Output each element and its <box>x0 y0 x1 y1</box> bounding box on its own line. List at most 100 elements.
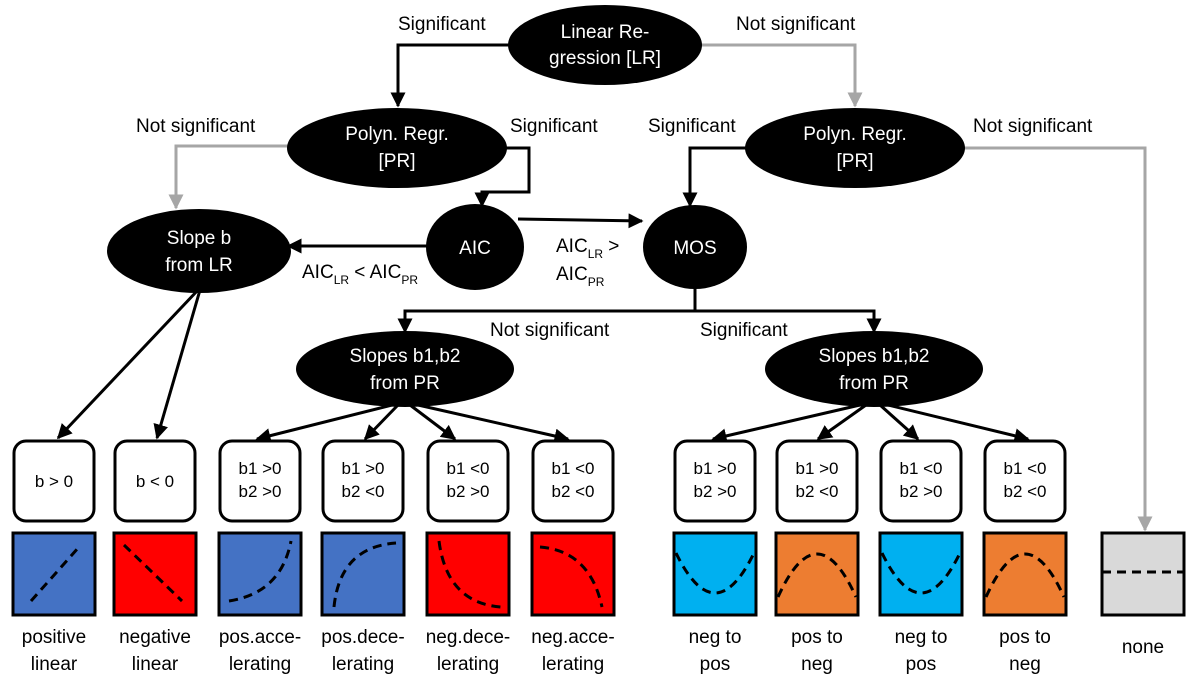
pattern-caption: pos <box>906 654 937 675</box>
label-aic-lr-less-than-pr: AICLR < AICPR <box>302 262 418 287</box>
node-slopes-right-line-1: Slopes b1,b2 <box>819 346 930 367</box>
pattern-curve <box>776 552 858 598</box>
node-mos: MOS <box>643 205 747 289</box>
condition-text: b < 0 <box>136 472 174 491</box>
edge-slopes-right-to-cond-8 <box>816 403 867 441</box>
condition-text: b2 >0 <box>238 482 281 501</box>
pattern-caption: neg to <box>689 627 742 648</box>
label-aic-pr: AICPR <box>556 264 605 289</box>
condition-text: b2 <0 <box>551 482 594 501</box>
pattern-caption: none <box>1122 637 1164 658</box>
pattern-thumbnail-line-down <box>112 531 198 617</box>
pattern-caption: linear <box>132 654 179 675</box>
edge-slopes-right-to-cond-9 <box>878 403 920 441</box>
condition-text: b1 <0 <box>446 459 489 478</box>
label-prr-significant: Significant <box>648 116 736 137</box>
pattern-thumbnail-u-shape <box>878 531 964 617</box>
node-slopes-right-line-2: from PR <box>839 373 909 394</box>
condition-box: b1 <0b2 >0 <box>426 439 510 523</box>
pattern-curve <box>984 552 1066 598</box>
pattern-thumbnail-pos-decelerating <box>320 531 406 617</box>
pattern-curve <box>437 540 502 609</box>
node-slope-b: Slope b from LR <box>107 209 291 293</box>
label-aic-lr-greater-than-pr: AICLR > <box>556 236 619 261</box>
label-lr-significant: Significant <box>398 14 486 35</box>
pattern-thumbnail-inverted-u <box>774 531 860 617</box>
condition-text: b1 >0 <box>795 459 838 478</box>
pattern-thumbnail-neg-accelerating <box>530 531 616 617</box>
node-prr-line-2: [PR] <box>837 151 874 172</box>
node-slope-b-line-2: from LR <box>165 255 233 276</box>
edge-mos-to-slopes <box>397 285 697 334</box>
edge-slopes-mid-to-cond-6 <box>417 403 570 444</box>
node-slopes-mid: Slopes b1,b2 from PR <box>296 331 514 407</box>
edge-lr-to-pr-right <box>700 43 863 108</box>
label-prl-not-significant: Not significant <box>136 116 256 137</box>
edge-slope-b-to-cond-1 <box>56 288 200 440</box>
edge-mos-to-slopes-right <box>695 309 882 334</box>
edge-slopes-mid-to-cond-5 <box>409 403 457 441</box>
pattern-caption: linear <box>31 654 78 675</box>
pattern-caption: pos.acce- <box>219 627 301 648</box>
condition-box: b < 0 <box>113 439 197 523</box>
node-lr-line-2: gression [LR] <box>549 48 661 69</box>
node-mos-label: MOS <box>673 238 716 259</box>
condition-box: b1 >0 b2 >0 <box>673 439 757 523</box>
label-lr-not-significant: Not significant <box>736 14 856 35</box>
pattern-caption: neg.dece- <box>426 627 511 648</box>
edge-prr-to-mos <box>682 146 748 208</box>
condition-box: b1 <0b2 <0 <box>531 439 615 523</box>
pattern-caption: pos to <box>999 627 1051 648</box>
node-slopes-mid-line-2: from PR <box>370 373 440 394</box>
pattern-curve <box>539 545 604 608</box>
pattern-caption: positive <box>22 627 86 648</box>
pattern-caption: neg <box>1009 654 1041 675</box>
edge-prl-to-slope-b <box>168 144 290 210</box>
pattern-caption: lerating <box>229 654 291 675</box>
condition-text: b1 >0 <box>238 459 281 478</box>
pattern-caption: lerating <box>542 654 604 675</box>
condition-text: b1 <0 <box>899 459 942 478</box>
pattern-curve <box>332 541 397 608</box>
node-lr-line-1: Linear Re- <box>561 22 650 43</box>
edge-slopes-mid-to-cond-4 <box>363 403 400 441</box>
edge-aic-to-mos <box>517 213 644 229</box>
node-aic: AIC <box>426 204 524 290</box>
node-slopes-mid-line-1: Slopes b1,b2 <box>350 346 461 367</box>
condition-box: b1 >0 b2 <0 <box>775 439 859 523</box>
pattern-curve <box>880 552 962 595</box>
condition-text: b1 <0 <box>1003 459 1046 478</box>
condition-text: b2 <0 <box>795 482 838 501</box>
pattern-curve <box>29 546 81 602</box>
node-prl-line-2: [PR] <box>379 151 416 172</box>
condition-text: b1 >0 <box>693 459 736 478</box>
pattern-thumbnail-neg-decelerating <box>425 531 511 617</box>
pattern-caption: neg <box>801 654 833 675</box>
pattern-curve <box>122 543 184 603</box>
condition-text: b2 >0 <box>899 482 942 501</box>
condition-text: b > 0 <box>35 472 73 491</box>
pattern-curve <box>228 540 293 603</box>
node-linear-regression: Linear Re- gression [LR] <box>508 5 702 85</box>
pattern-thumbnail-inverted-u <box>982 531 1068 617</box>
condition-text: b1 >0 <box>341 459 384 478</box>
condition-box: b1 <0 b2 >0 <box>879 439 963 523</box>
pattern-thumbnail-pos-accelerating <box>217 531 303 617</box>
condition-box: b1 >0 b2 >0 <box>218 439 302 523</box>
node-prl-line-1: Polyn. Regr. <box>345 124 449 145</box>
edge-slopes-right-to-cond-10 <box>887 403 1030 444</box>
label-mos-significant: Significant <box>700 320 788 341</box>
condition-text: b2 >0 <box>693 482 736 501</box>
pattern-curve <box>674 552 756 595</box>
node-polyn-regr-right: Polyn. Regr. [PR] <box>745 108 965 188</box>
node-slopes-right: Slopes b1,b2 from PR <box>765 331 983 407</box>
pattern-caption: pos.dece- <box>321 627 404 648</box>
node-aic-label: AIC <box>459 238 491 259</box>
edge-labels: Significant Not significant Not signific… <box>136 14 1093 341</box>
edge-prr-to-none <box>962 146 1153 532</box>
edge-slopes-right-to-cond-7 <box>711 403 861 444</box>
pattern-caption: neg to <box>895 627 948 648</box>
edge-lr-to-pr-left <box>390 43 510 108</box>
